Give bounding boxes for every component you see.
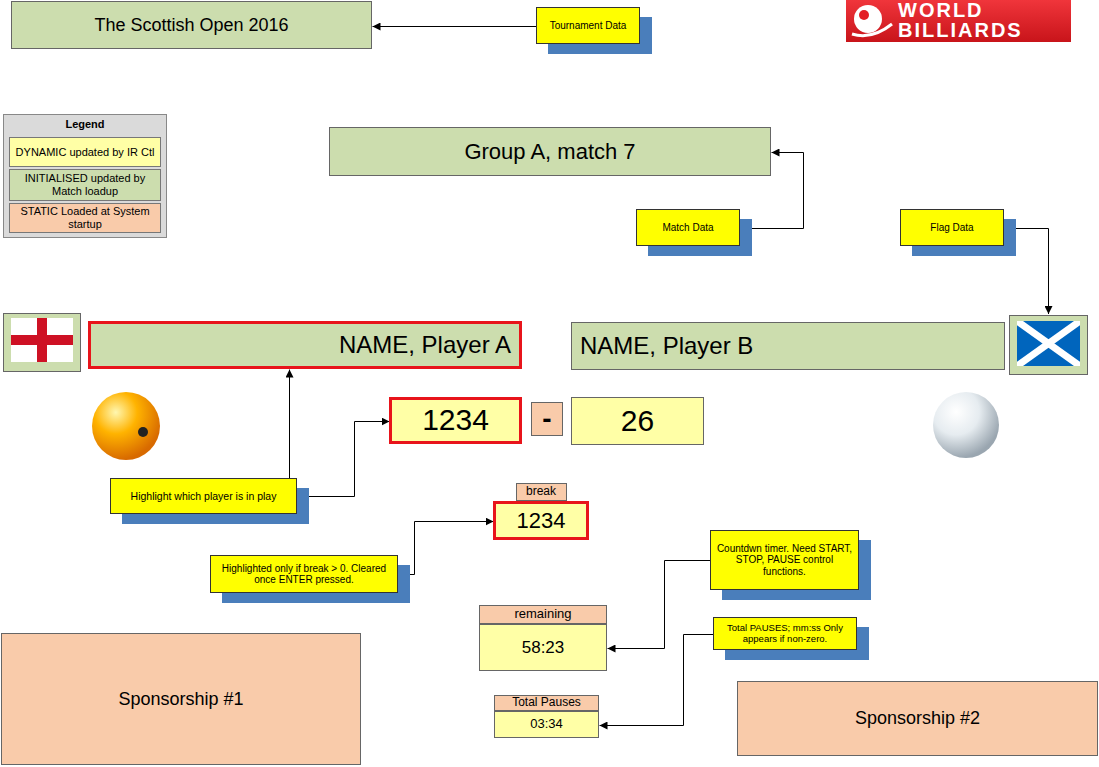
callout-note: Highlight which player is in play xyxy=(110,478,297,514)
legend-text: INITIALISED updated by Match loadup xyxy=(14,172,156,197)
logo-ball-spot xyxy=(859,10,869,20)
scotland-saltire xyxy=(1017,321,1080,366)
box-text: The Scottish Open 2016 xyxy=(94,15,288,36)
player-name-box: NAME, Player B xyxy=(571,322,1005,370)
value-text: 58:23 xyxy=(522,638,565,658)
flag-frame xyxy=(4,314,81,372)
box-header: remaining xyxy=(479,605,607,624)
logo-text-block: WORLD BILLIARDS xyxy=(898,1,1048,41)
header-text: Total Pauses xyxy=(512,696,581,710)
box-text: Sponsorship #2 xyxy=(855,708,980,729)
connector xyxy=(289,370,290,479)
timer-box: remaining 58:23 xyxy=(479,605,607,671)
data-note: Flag Data xyxy=(900,209,1004,246)
box-text: Highlight which player is in play xyxy=(131,490,277,502)
box-text: Flag Data xyxy=(930,222,973,234)
score-box: 1234 xyxy=(389,397,522,444)
box-text: 1234 xyxy=(422,403,489,438)
box-text: Highlighted only if break > 0. Cleared o… xyxy=(216,563,392,586)
legend-swatch: STATIC Loaded at System startup xyxy=(9,203,161,233)
legend-text: STATIC Loaded at System startup xyxy=(14,205,156,230)
connector xyxy=(608,561,711,649)
logo-ball xyxy=(854,5,882,33)
callout-note: Highlighted only if break > 0. Cleared o… xyxy=(210,555,398,593)
break-box: break 1234 xyxy=(493,483,589,540)
legend-title: Legend xyxy=(4,118,166,130)
value-text: 03:34 xyxy=(530,717,563,732)
connector xyxy=(399,522,494,575)
box-text: Sponsorship #1 xyxy=(118,689,243,710)
box-text: Total PAUSES; mm:ss Only appears if non-… xyxy=(719,623,851,645)
box-text: - xyxy=(542,403,551,435)
flag-data-leader xyxy=(1005,229,1049,315)
england-cross xyxy=(11,335,73,345)
pauses-box: Total Pauses 03:34 xyxy=(494,695,599,738)
sponsor-box: Sponsorship #1 xyxy=(1,633,361,765)
logo-text: WORLD BILLIARDS xyxy=(898,0,1023,41)
legend-text: DYNAMIC updated by IR Ctl xyxy=(16,146,155,159)
score-separator: - xyxy=(531,402,563,436)
box-header: Total Pauses xyxy=(494,695,599,711)
box-body: 03:34 xyxy=(494,711,599,738)
callout-note: Total PAUSES; mm:ss Only appears if non-… xyxy=(713,617,857,650)
box-body: 1234 xyxy=(493,501,589,540)
box-header: break xyxy=(516,483,567,501)
england-flag xyxy=(11,318,73,362)
header-text: break xyxy=(526,485,556,499)
logo-background xyxy=(846,0,1071,42)
data-note: Match Data xyxy=(636,209,740,246)
legend-swatch: INITIALISED updated by Match loadup xyxy=(9,169,161,201)
player-name-box: NAME, Player A xyxy=(88,321,522,369)
box-text: Countdwn timer. Need START, STOP, PAUSE … xyxy=(716,543,853,578)
connector xyxy=(298,422,390,497)
box-text: NAME, Player A xyxy=(339,331,511,359)
header-text: remaining xyxy=(514,607,571,622)
ball-spot xyxy=(138,427,148,437)
legend-panel: LegendDYNAMIC updated by IR CtlINITIALIS… xyxy=(3,114,167,238)
box-text: Group A, match 7 xyxy=(464,139,635,164)
value-text: 1234 xyxy=(517,508,566,533)
connector xyxy=(373,26,537,27)
scotland-flag xyxy=(1017,321,1080,366)
box-text: 26 xyxy=(621,404,654,439)
box-body: 58:23 xyxy=(479,624,607,671)
callout-note: Countdwn timer. Need START, STOP, PAUSE … xyxy=(710,530,859,590)
yellow-ball xyxy=(92,392,160,460)
data-note: Tournament Data xyxy=(536,7,640,44)
box-text: NAME, Player B xyxy=(580,332,753,360)
logo-box: WORLD BILLIARDS xyxy=(846,0,1071,42)
box-text: Match Data xyxy=(662,222,713,234)
sponsor-box: Sponsorship #2 xyxy=(737,681,1098,756)
connector xyxy=(600,635,714,726)
score-box: 26 xyxy=(571,397,704,445)
title-box: The Scottish Open 2016 xyxy=(11,1,372,49)
match-box: Group A, match 7 xyxy=(329,127,771,176)
legend-swatch: DYNAMIC updated by IR Ctl xyxy=(9,137,161,167)
white-ball xyxy=(933,392,999,458)
box-text: Tournament Data xyxy=(550,20,627,32)
logo-swoosh xyxy=(852,24,892,36)
flag-frame xyxy=(1010,316,1088,375)
